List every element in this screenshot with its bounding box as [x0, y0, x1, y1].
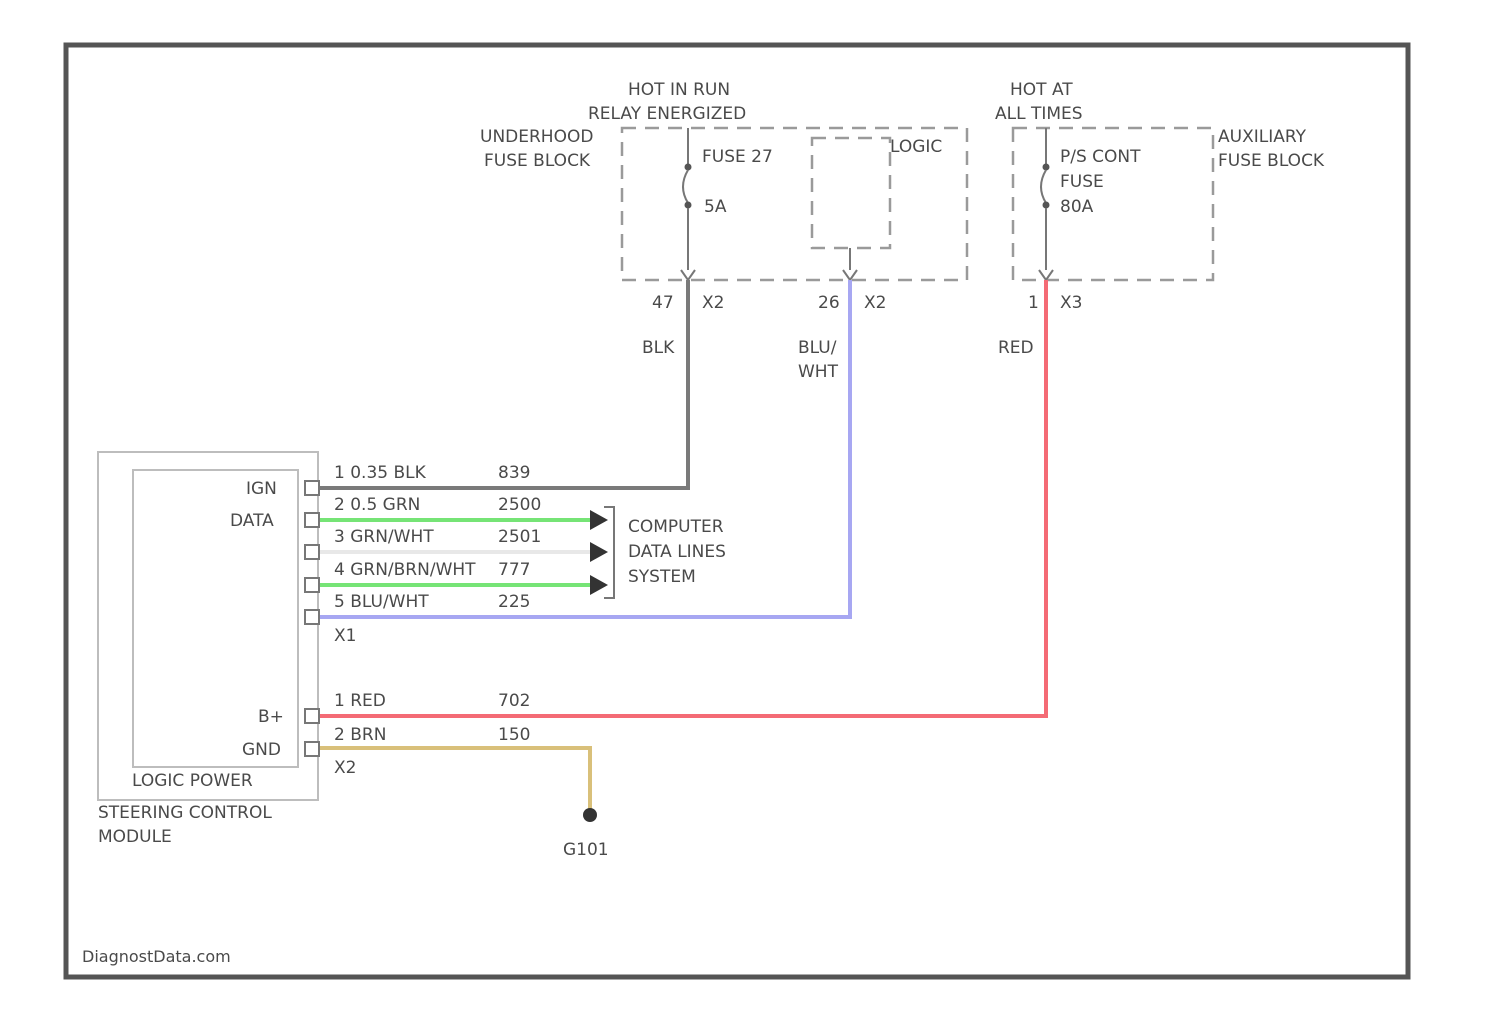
- x1-pin-2: [305, 513, 319, 527]
- x2-circuit-1: 702: [498, 691, 530, 711]
- watermark: DiagnostData.com: [82, 947, 231, 966]
- bplus-label: B+: [258, 707, 284, 727]
- blk-label: BLK: [642, 338, 675, 358]
- fuse-27-element: [683, 170, 688, 203]
- ground-symbol: [583, 808, 597, 822]
- x1-pin-4: [305, 578, 319, 592]
- wire-blk-ign: [322, 282, 688, 488]
- logic-label: LOGIC: [890, 137, 942, 157]
- fuse-27-terminal-top: [685, 164, 692, 171]
- x1-wire-5-label: 5 BLU/WHT: [334, 592, 429, 612]
- x2-pin-1: [305, 709, 319, 723]
- x1-wire-1-label: 1 0.35 BLK: [334, 463, 427, 483]
- x1-circuit-5: 225: [498, 592, 530, 612]
- x1-circuit-1: 839: [498, 463, 530, 483]
- fuse-27-label: FUSE 27: [702, 147, 773, 167]
- ps-fuse-terminal-top: [1043, 164, 1050, 171]
- pin-1-label: 1: [1028, 293, 1039, 313]
- module-name-2: MODULE: [98, 827, 172, 847]
- ps-fuse-terminal-bottom: [1043, 202, 1050, 209]
- computer-label-1: COMPUTER: [628, 517, 724, 537]
- computer-label-2: DATA LINES: [628, 542, 726, 562]
- logic-box: [812, 138, 890, 248]
- blu-label-1: BLU/: [798, 338, 837, 358]
- auxiliary-label-2: FUSE BLOCK: [1218, 151, 1325, 171]
- ps-fuse-element: [1041, 170, 1046, 203]
- x3-1-connector-mark: [1039, 270, 1053, 280]
- logic-power-label: LOGIC POWER: [132, 771, 253, 791]
- x1-wire-2-label: 2 0.5 GRN: [334, 495, 420, 515]
- pin-47-label: 47: [652, 293, 674, 313]
- data-label: DATA: [230, 511, 274, 531]
- hot-at-label: HOT AT: [1010, 80, 1073, 100]
- x2-label-b: X2: [864, 293, 886, 313]
- x3-label: X3: [1060, 293, 1082, 313]
- x1-wire-3-label: 3 GRN/WHT: [334, 527, 434, 547]
- relay-energized-label: RELAY ENERGIZED: [588, 104, 746, 124]
- all-times-label: ALL TIMES: [995, 104, 1083, 124]
- x1-wire-4-label: 4 GRN/BRN/WHT: [334, 560, 476, 580]
- x1-pin-1: [305, 481, 319, 495]
- wire-red-bplus: [322, 282, 1046, 716]
- data-arrow-2: [590, 542, 608, 562]
- computer-label-3: SYSTEM: [628, 567, 696, 587]
- red-label: RED: [998, 338, 1034, 358]
- x1-pin-3: [305, 545, 319, 559]
- gnd-label: GND: [242, 740, 281, 760]
- x1-circuit-3: 2501: [498, 527, 541, 547]
- ps-cont-label: P/S CONT: [1060, 147, 1141, 167]
- x2-wire-1-label: 1 RED: [334, 691, 386, 711]
- fuse-27-amp: 5A: [704, 197, 727, 217]
- pin-26-label: 26: [818, 293, 840, 313]
- fuse-27-terminal-bottom: [685, 202, 692, 209]
- x1-circuit-2: 2500: [498, 495, 541, 515]
- steering-control-module-outer: [98, 452, 318, 800]
- x2-connector-label: X2: [334, 758, 356, 778]
- module-name-1: STEERING CONTROL: [98, 803, 272, 823]
- x2-pin-2: [305, 742, 319, 756]
- auxiliary-label-1: AUXILIARY: [1218, 127, 1307, 147]
- hot-in-run-label: HOT IN RUN: [628, 80, 730, 100]
- blu-label-2: WHT: [798, 362, 839, 382]
- x2-label-a: X2: [702, 293, 724, 313]
- x2-26-connector-mark: [843, 270, 857, 280]
- ign-label: IGN: [246, 479, 277, 499]
- x1-pin-5: [305, 610, 319, 624]
- fuse-amp-label: 80A: [1060, 197, 1094, 217]
- x2-wire-2-label: 2 BRN: [334, 725, 386, 745]
- ground-label: G101: [563, 840, 609, 860]
- underhood-label-1: UNDERHOOD: [480, 127, 593, 147]
- fuse-label: FUSE: [1060, 172, 1104, 192]
- underhood-label-2: FUSE BLOCK: [484, 151, 591, 171]
- x1-connector-label: X1: [334, 626, 356, 646]
- wire-brn-gnd: [322, 748, 590, 810]
- data-arrow-3: [590, 575, 608, 595]
- data-arrow-1: [590, 510, 608, 530]
- x2-circuit-2: 150: [498, 725, 530, 745]
- x1-circuit-4: 777: [498, 560, 530, 580]
- x2-47-connector-mark: [681, 270, 695, 280]
